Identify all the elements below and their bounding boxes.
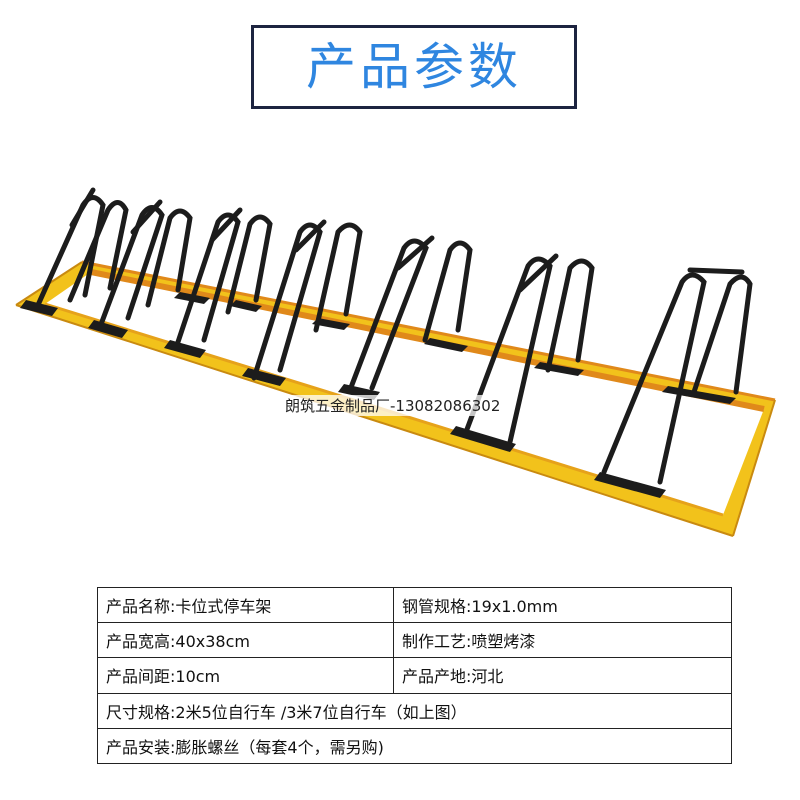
- table-row: 产品安装:膨胀螺丝（每套4个，需另购): [97, 727, 732, 765]
- spec-origin: 产品产地:河北: [393, 657, 732, 694]
- spec-table: 产品名称:卡位式停车架 钢管规格:19x1.0mm 产品宽高:40x38cm 制…: [97, 586, 732, 765]
- rack-hoops: [35, 187, 753, 485]
- table-row: 产品间距:10cm 产品产地:河北: [97, 657, 732, 694]
- table-row: 产品名称:卡位式停车架 钢管规格:19x1.0mm: [97, 586, 732, 624]
- spec-name: 产品名称:卡位式停车架: [97, 586, 394, 624]
- table-row: 产品宽高:40x38cm 制作工艺:喷塑烤漆: [97, 622, 732, 659]
- rack-base-plates: [20, 292, 736, 498]
- title-box: 产品参数: [251, 25, 577, 109]
- spec-process: 制作工艺:喷塑烤漆: [393, 622, 732, 659]
- bike-rack-photo: [15, 187, 776, 537]
- table-row: 尺寸规格:2米5位自行车 /3米7位自行车（如上图）: [97, 692, 732, 729]
- spec-dimensions: 尺寸规格:2米5位自行车 /3米7位自行车（如上图）: [97, 692, 732, 729]
- spec-spacing: 产品间距:10cm: [97, 657, 394, 694]
- spec-size: 产品宽高:40x38cm: [97, 622, 394, 659]
- page-title: 产品参数: [306, 38, 522, 96]
- spec-steel: 钢管规格:19x1.0mm: [393, 586, 732, 624]
- spec-install: 产品安装:膨胀螺丝（每套4个，需另购): [97, 727, 732, 765]
- watermark-text: 朗筑五金制品厂-13082086302: [285, 395, 501, 416]
